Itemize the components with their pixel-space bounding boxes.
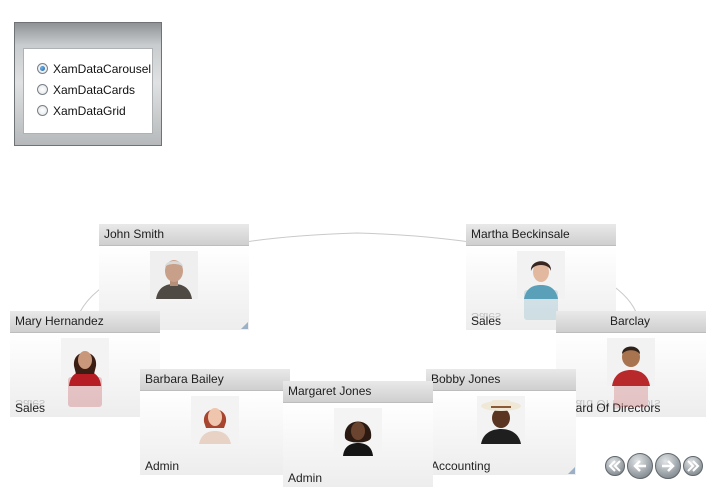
employee-photo xyxy=(61,338,109,386)
card-department: Accounting xyxy=(431,459,491,473)
card-name: Martha Beckinsale xyxy=(466,224,616,246)
view-switcher-options: XamDataCarousel XamDataCards XamDataGrid xyxy=(23,48,153,134)
first-page-button[interactable] xyxy=(605,456,625,476)
radio-icon[interactable] xyxy=(37,84,48,95)
radio-icon[interactable] xyxy=(37,105,48,116)
card-department: Admin xyxy=(145,459,180,473)
card-body: Sales xyxy=(10,333,160,417)
card-body: Board Of Directors xyxy=(556,333,706,417)
record-card-mary-hernandez[interactable]: Mary Hernandez Sales xyxy=(10,311,160,417)
record-card-barclay[interactable]: Barclay Board Of Directors xyxy=(556,311,706,417)
double-chevron-right-icon xyxy=(687,460,700,472)
card-department: Board Of Directors xyxy=(561,401,661,415)
next-button[interactable] xyxy=(655,453,681,479)
radio-xamdatacards[interactable]: XamDataCards xyxy=(24,79,152,100)
double-chevron-left-icon xyxy=(608,460,621,472)
radio-label: XamDataGrid xyxy=(53,103,126,118)
card-name: Mary Hernandez xyxy=(10,311,160,333)
employee-photo xyxy=(150,251,198,299)
last-page-button[interactable] xyxy=(683,456,703,476)
radio-label: XamDataCarousel xyxy=(53,61,152,76)
employee-photo xyxy=(191,396,239,444)
card-body: sources xyxy=(99,246,249,330)
card-body: Admin xyxy=(283,403,433,487)
card-department: Sales xyxy=(471,314,502,328)
arrow-left-icon xyxy=(633,460,646,472)
card-name: Bobby Jones xyxy=(426,369,576,391)
previous-button[interactable] xyxy=(627,453,653,479)
arrow-right-icon xyxy=(662,460,675,472)
employee-photo xyxy=(477,396,525,444)
card-name: Barclay xyxy=(556,311,706,333)
card-name: Barbara Bailey xyxy=(140,369,290,391)
employee-photo xyxy=(517,251,565,299)
card-name: Margaret Jones xyxy=(283,381,433,403)
radio-selected-icon[interactable] xyxy=(37,63,48,74)
radio-xamdatacarousel[interactable]: XamDataCarousel xyxy=(24,58,152,79)
card-department: Admin xyxy=(288,471,323,485)
resize-corner-icon xyxy=(568,467,575,474)
record-card-margaret-jones[interactable]: Margaret Jones Admin xyxy=(283,381,433,487)
radio-xamdatagrid[interactable]: XamDataGrid xyxy=(24,100,152,121)
record-card-barbara-bailey[interactable]: Barbara Bailey Admin xyxy=(140,369,290,475)
card-department: Sales xyxy=(15,401,46,415)
employee-photo xyxy=(607,338,655,386)
radio-label: XamDataCards xyxy=(53,82,136,97)
resize-corner-icon xyxy=(241,322,248,329)
card-name: John Smith xyxy=(99,224,249,246)
employee-photo xyxy=(334,408,382,456)
record-card-john-smith[interactable]: John Smith sources xyxy=(99,224,249,330)
card-body: Admin xyxy=(140,391,290,475)
card-body: Accounting xyxy=(426,391,576,475)
record-card-bobby-jones[interactable]: Bobby Jones Accounting xyxy=(426,369,576,475)
view-switcher-panel: XamDataCarousel XamDataCards XamDataGrid xyxy=(14,22,162,146)
